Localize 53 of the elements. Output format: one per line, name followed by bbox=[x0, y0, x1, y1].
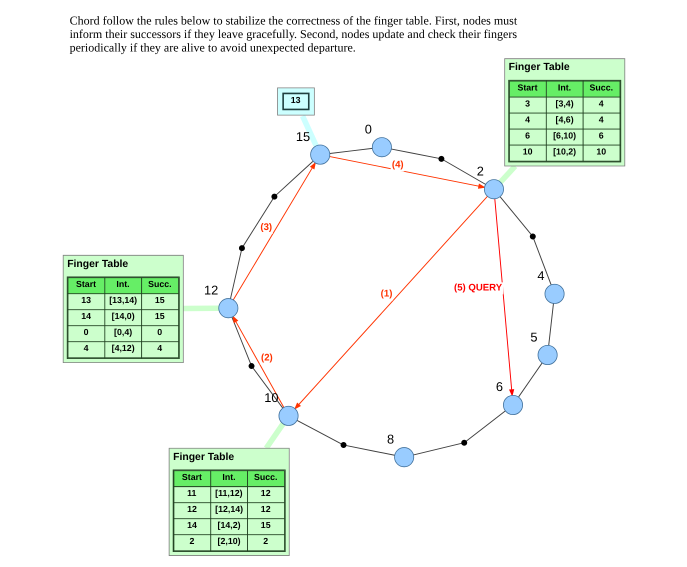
node-circle bbox=[310, 144, 330, 165]
connector bbox=[300, 114, 318, 147]
connector bbox=[390, 148, 439, 159]
node-dot bbox=[248, 363, 254, 370]
node-dot bbox=[438, 156, 444, 162]
connector bbox=[548, 302, 554, 346]
edge-label: (1) bbox=[380, 288, 392, 300]
connector bbox=[230, 316, 251, 364]
connector bbox=[442, 160, 486, 185]
node-label: 0 bbox=[364, 121, 372, 136]
node-dot bbox=[238, 245, 244, 252]
node-label: 12 bbox=[204, 282, 218, 298]
node-label: 2 bbox=[476, 163, 484, 178]
node-label: 15 bbox=[295, 128, 310, 144]
node-circle bbox=[218, 298, 238, 318]
arrow bbox=[494, 198, 514, 397]
connector bbox=[498, 164, 517, 184]
node-dot bbox=[340, 442, 346, 448]
node-circle bbox=[483, 179, 504, 200]
node-circle bbox=[394, 447, 414, 468]
node-label: 8 bbox=[386, 431, 394, 446]
node-label: 4 bbox=[536, 268, 544, 284]
arrow bbox=[294, 196, 488, 410]
edge-label: (3) bbox=[260, 222, 272, 233]
node-label: 5 bbox=[530, 329, 538, 344]
connector bbox=[296, 420, 342, 444]
connector bbox=[182, 305, 218, 312]
node-label: 6 bbox=[495, 379, 502, 394]
connector bbox=[465, 410, 506, 442]
connector bbox=[229, 250, 242, 300]
node-circle bbox=[371, 137, 392, 158]
arrow bbox=[232, 315, 284, 408]
node-circle bbox=[537, 345, 558, 366]
connector bbox=[518, 362, 542, 398]
connector bbox=[345, 445, 395, 456]
node-dot bbox=[529, 234, 536, 240]
connector bbox=[499, 196, 532, 235]
node-circle bbox=[544, 284, 564, 304]
connector bbox=[275, 160, 313, 196]
connector bbox=[263, 422, 285, 450]
connector bbox=[412, 442, 462, 456]
node-circle bbox=[278, 406, 298, 426]
edge-label: (2) bbox=[260, 352, 272, 364]
node-dot bbox=[270, 194, 277, 200]
edge-label: (5) QUERY bbox=[454, 282, 502, 294]
connector bbox=[532, 238, 552, 286]
connector bbox=[328, 148, 372, 154]
arrow bbox=[232, 162, 316, 300]
caption: Chord follow the rules below to stabilize the correctness of the finger table. First, nodes must inform their successors if they leave gracefully. Second, nodes update and check their fingers periodically if they are alive to avoid unexpected departure. bbox=[69, 13, 517, 54]
node-dot bbox=[460, 440, 467, 446]
edge-label: (4) bbox=[391, 159, 404, 170]
arrow bbox=[328, 156, 486, 189]
node-circle bbox=[502, 395, 523, 415]
